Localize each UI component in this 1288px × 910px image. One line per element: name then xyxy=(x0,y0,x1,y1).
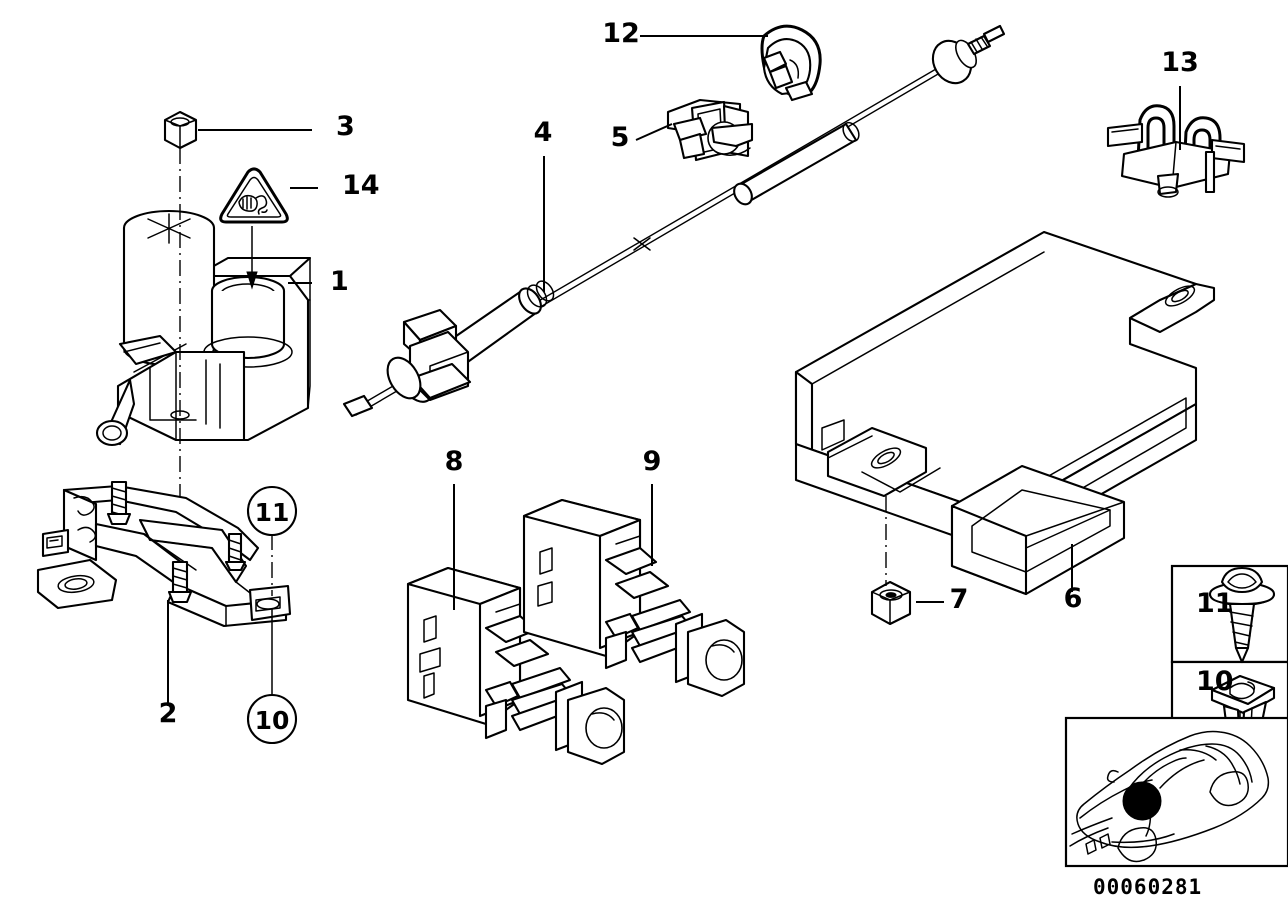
cable-connector-block xyxy=(386,308,472,402)
cable-sleeve xyxy=(733,121,860,206)
legend-label-11: 11 xyxy=(1196,588,1234,619)
callout-labels: 1 2 3 4 5 6 7 8 9 10 11 12 13 14 xyxy=(159,18,1199,735)
bracket-stud-left xyxy=(106,480,132,526)
callout-label-14: 14 xyxy=(342,170,380,201)
part-mounting-screw xyxy=(1208,566,1276,664)
part-battery-safety-terminal xyxy=(95,209,312,447)
bracket-stud-right xyxy=(224,532,247,572)
part-sensor-module-left xyxy=(406,566,626,766)
callout-ring-10 xyxy=(246,693,298,745)
part-sensor-module-right xyxy=(522,498,746,698)
cable-end-grommet xyxy=(931,24,1006,85)
part-cable-clip-round xyxy=(760,24,822,102)
callout-label-4: 4 xyxy=(534,117,553,148)
location-dot xyxy=(1122,781,1162,821)
bracket-stud-center xyxy=(167,560,193,604)
callout-label-13: 13 xyxy=(1161,47,1199,78)
callout-label-9: 9 xyxy=(643,446,662,477)
vehicle-inset xyxy=(1064,716,1288,868)
callout-label-11: 11 xyxy=(255,498,290,527)
part-control-module xyxy=(794,230,1216,596)
part-double-cable-clip xyxy=(1106,104,1246,198)
callout-label-12: 12 xyxy=(602,18,640,49)
callout-label-1: 1 xyxy=(330,266,349,297)
callout-label-8: 8 xyxy=(445,446,464,477)
callout-label-2: 2 xyxy=(159,698,178,729)
leader-lines xyxy=(167,35,1181,706)
part-warning-label xyxy=(219,167,289,290)
part-battery-bracket xyxy=(36,480,292,628)
callout-label-5: 5 xyxy=(611,122,630,153)
callout-label-3: 3 xyxy=(336,111,355,142)
callout-ring-11 xyxy=(246,485,298,537)
callout-label-7: 7 xyxy=(950,584,969,615)
diagram-number: 00060281 xyxy=(1093,875,1202,899)
callout-label-10: 10 xyxy=(255,706,290,735)
part-cable-clip-square xyxy=(666,98,754,162)
legend-label-10: 10 xyxy=(1196,666,1234,697)
part-hex-nut-upper xyxy=(163,110,198,150)
callout-label-6: 6 xyxy=(1064,583,1083,614)
part-antenna-cable xyxy=(342,24,1006,418)
part-hex-nut-module xyxy=(870,580,912,626)
